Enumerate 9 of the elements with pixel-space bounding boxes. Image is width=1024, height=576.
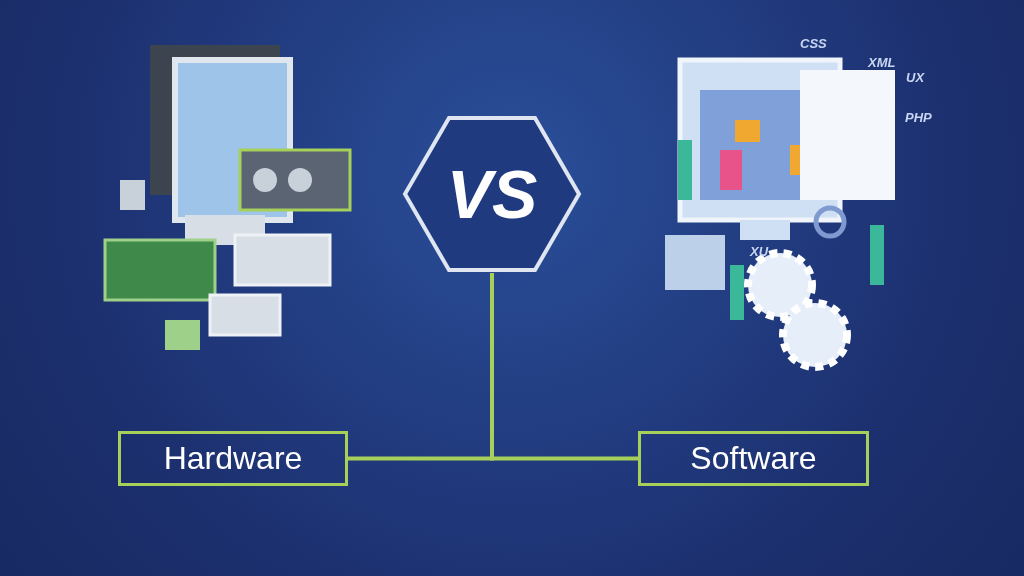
tech-label: XU [750, 244, 769, 259]
tech-label: CSS [800, 36, 827, 51]
label-box: Software [638, 431, 869, 486]
tech-label: XML [868, 55, 896, 70]
tech-label: PHP [905, 110, 932, 125]
vs-text: VS [446, 155, 538, 233]
connector-line [490, 273, 638, 461]
tech-label: UX [906, 70, 925, 85]
label-box: Hardware [118, 431, 348, 486]
